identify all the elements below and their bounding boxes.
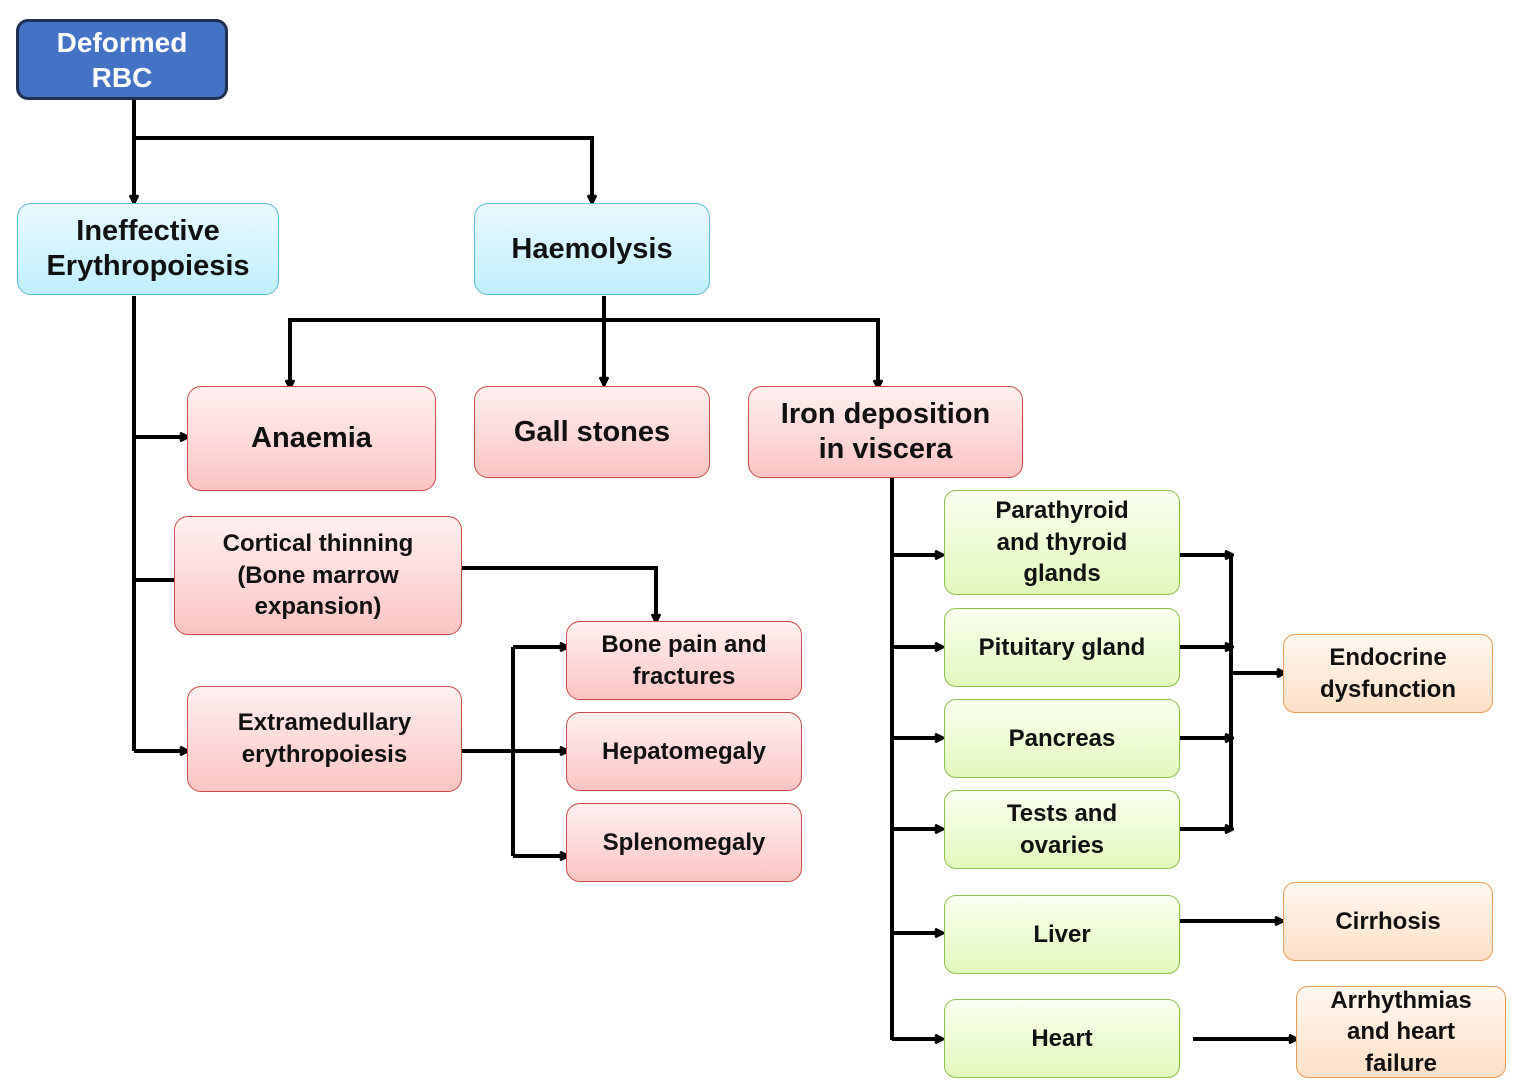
node-parathyroid-thyroid: Parathyroid and thyroid glands bbox=[944, 490, 1180, 595]
arrow-haemolysis-to-anaemia bbox=[290, 318, 604, 388]
node-gall-stones: Gall stones bbox=[474, 386, 710, 478]
arrow-to-iron-deposition bbox=[604, 318, 878, 388]
node-liver: Liver bbox=[944, 895, 1180, 974]
node-heart: Heart bbox=[944, 999, 1180, 1078]
node-tests-ovaries: Tests and ovaries bbox=[944, 790, 1180, 869]
node-pituitary-gland: Pituitary gland bbox=[944, 608, 1180, 687]
node-haemolysis: Haemolysis bbox=[474, 203, 710, 295]
node-cirrhosis: Cirrhosis bbox=[1283, 882, 1493, 961]
node-deformed-rbc: Deformed RBC bbox=[16, 19, 228, 100]
node-pancreas: Pancreas bbox=[944, 699, 1180, 778]
node-iron-deposition: Iron deposition in viscera bbox=[748, 386, 1023, 478]
node-cortical-thinning: Cortical thinning (Bone marrow expansion… bbox=[174, 516, 462, 635]
node-extramedullary-erythropoiesis: Extramedullary erythropoiesis bbox=[187, 686, 462, 792]
node-hepatomegaly: Hepatomegaly bbox=[566, 712, 802, 791]
node-splenomegaly: Splenomegaly bbox=[566, 803, 802, 882]
node-endocrine-dysfunction: Endocrine dysfunction bbox=[1283, 634, 1493, 713]
arrow-cortical-to-bone-pain bbox=[461, 566, 656, 622]
node-anaemia: Anaemia bbox=[187, 386, 436, 491]
node-bone-pain-fractures: Bone pain and fractures bbox=[566, 621, 802, 700]
node-arrhythmias-heart-failure: Arrhythmias and heart failure bbox=[1296, 986, 1506, 1078]
arrow-to-haemolysis bbox=[134, 136, 592, 203]
node-ineffective-erythropoiesis: Ineffective Erythropoiesis bbox=[17, 203, 279, 295]
